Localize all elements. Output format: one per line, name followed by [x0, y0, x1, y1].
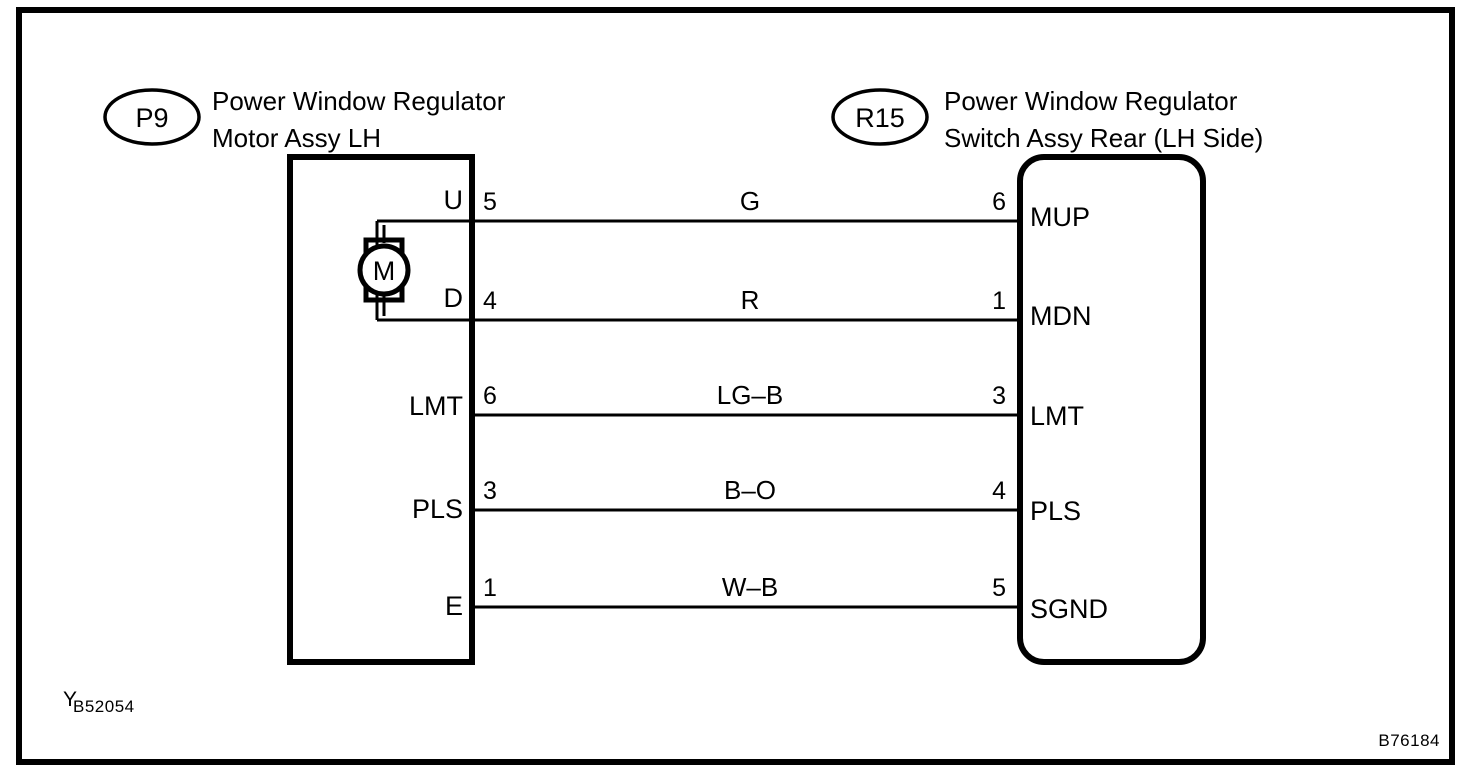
right-terminal-label-2: MDN — [1030, 301, 1092, 331]
right-pin-number-3: 3 — [992, 382, 1006, 410]
left-pin-number-2: 4 — [483, 287, 497, 315]
wire-code-1: G — [740, 186, 760, 216]
left-connector-title-line2: Motor Assy LH — [212, 123, 381, 153]
page-frame-border — [16, 7, 1455, 765]
right-pin-number-1: 6 — [992, 188, 1006, 216]
right-terminal-label-3: LMT — [1030, 401, 1084, 431]
left-terminal-label-3: LMT — [409, 391, 463, 421]
motor-symbol-circle — [357, 243, 411, 297]
left-connector-title-line1: Power Window Regulator — [212, 86, 506, 116]
wire-code-5: W–B — [722, 572, 778, 602]
left-pin-number-4: 3 — [483, 477, 497, 505]
right-connector-title-line1: Power Window Regulator — [944, 86, 1238, 116]
right-pin-number-2: 1 — [992, 287, 1006, 315]
left-terminal-label-1: U — [444, 185, 464, 215]
left-terminal-label-2: D — [444, 283, 464, 313]
wire-code-4: B–O — [724, 475, 776, 505]
right-pin-number-5: 5 — [992, 574, 1006, 602]
left-terminal-label-5: E — [445, 591, 463, 621]
left-pin-number-3: 6 — [483, 382, 497, 410]
right-terminal-label-5: SGND — [1030, 594, 1108, 624]
right-connector-title-line2: Switch Assy Rear (LH Side) — [944, 123, 1263, 153]
wire-code-3: LG–B — [717, 380, 784, 410]
footer-left-mark: Y — [63, 688, 77, 711]
right-pin-number-4: 4 — [992, 477, 1006, 505]
motor-symbol-letter: M — [373, 256, 396, 286]
footer-right-code: B76184 — [1378, 731, 1440, 750]
footer-left-code: B52054 — [73, 697, 135, 716]
wire-code-2: R — [741, 285, 760, 315]
left-connector-id-ellipse — [103, 88, 201, 146]
left-pin-number-5: 1 — [483, 574, 497, 602]
right-connector-body — [1017, 154, 1206, 665]
right-connector-id-label: R15 — [855, 103, 905, 133]
right-connector-id-ellipse — [831, 88, 929, 146]
right-terminal-label-4: PLS — [1030, 496, 1081, 526]
right-terminal-label-1: MUP — [1030, 202, 1090, 232]
left-pin-number-1: 5 — [483, 188, 497, 216]
left-terminal-label-4: PLS — [412, 494, 463, 524]
left-connector-id-label: P9 — [135, 103, 168, 133]
